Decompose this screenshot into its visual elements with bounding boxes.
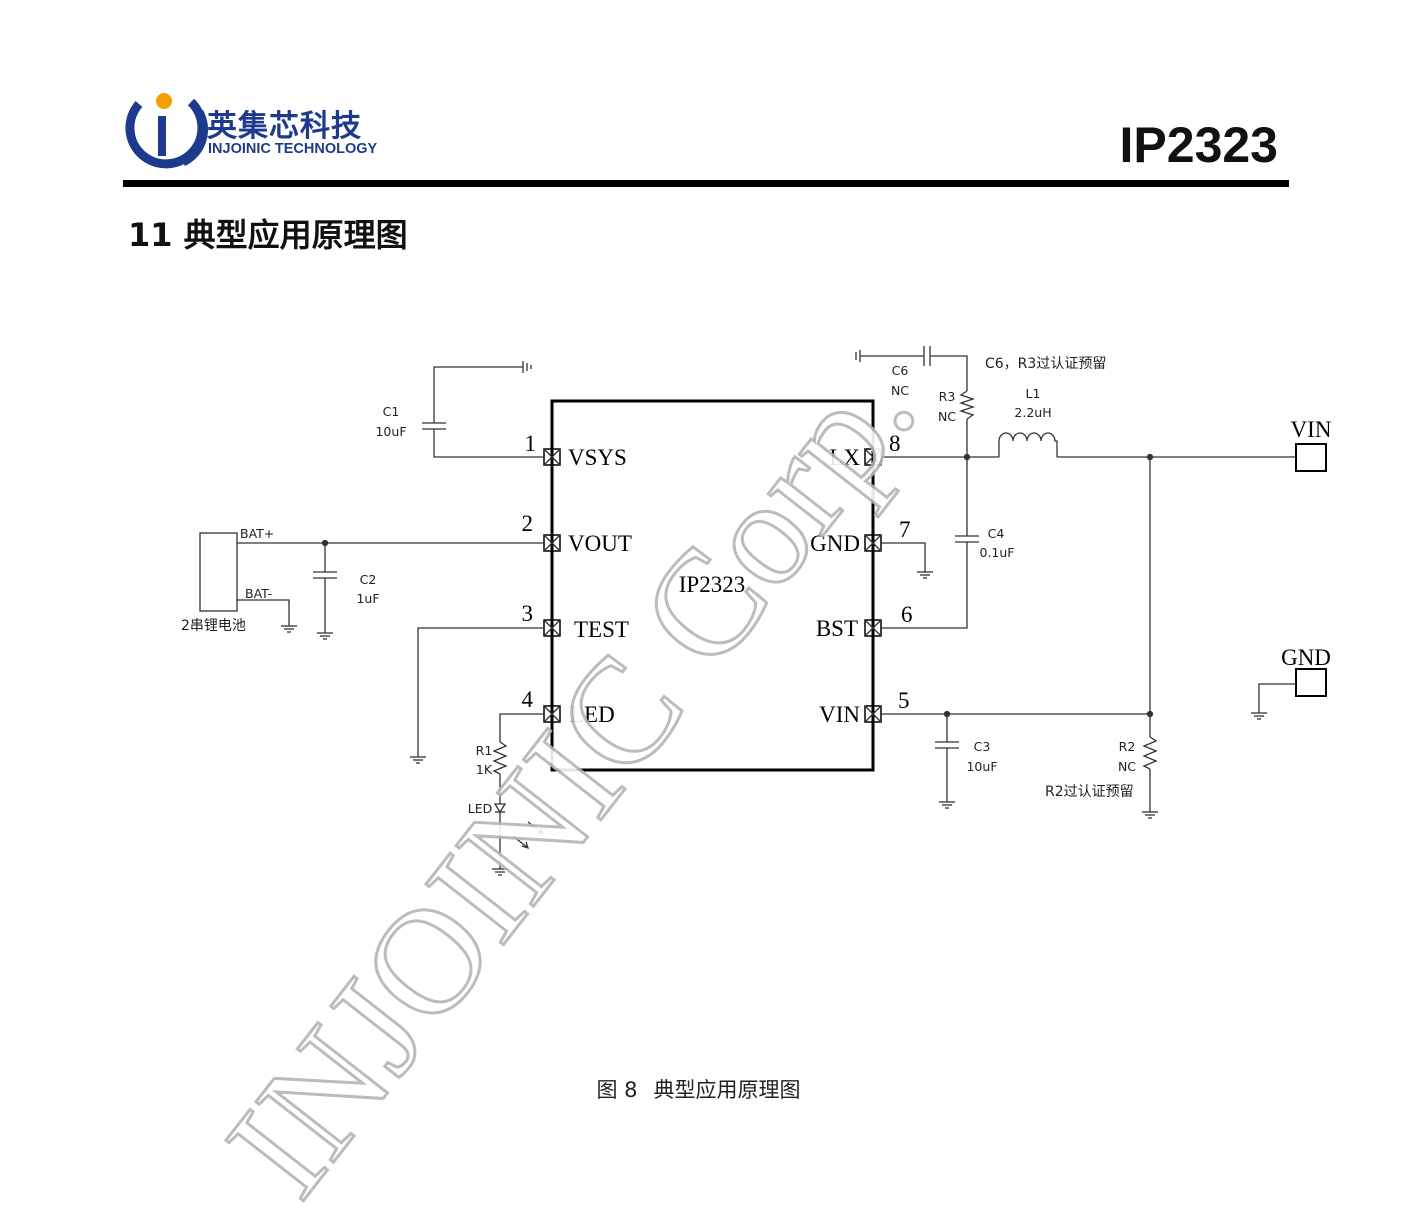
- pin-number-8: 8: [889, 431, 901, 456]
- pin-label-lx: LX: [829, 445, 860, 470]
- section-title: 11 典型应用原理图: [128, 216, 408, 254]
- c1-name: C1: [383, 404, 400, 419]
- r2-note: R2过认证预留: [1045, 784, 1134, 800]
- c6-name: C6: [892, 363, 909, 378]
- r3-value: NC: [938, 409, 956, 424]
- junction-lx: [963, 453, 971, 461]
- junction-vin-r2: [1146, 710, 1154, 718]
- r2-name: R2: [1119, 739, 1136, 754]
- figure-caption: 图 8 典型应用原理图: [0, 1074, 1413, 1104]
- c1-value: 10uF: [375, 424, 406, 439]
- led-label: LED: [468, 801, 493, 816]
- c6-r3-note: C6，R3过认证预留: [985, 356, 1106, 372]
- logo-english-name: INJOINIC TECHNOLOGY: [208, 141, 378, 157]
- pin-label-vsys: VSYS: [568, 445, 627, 470]
- r2-value: NC: [1118, 759, 1136, 774]
- pin-label-vout: VOUT: [568, 531, 632, 556]
- battery-neg-label: BAT-: [245, 586, 272, 601]
- wire-lx-inductor-vin: [855, 346, 1327, 629]
- junction-vin-c3: [943, 710, 951, 718]
- pin-label-test: TEST: [574, 617, 629, 642]
- r1-value: 1K: [476, 762, 493, 777]
- wire-gnd-pin: [881, 542, 933, 579]
- pin-label-bst: BST: [816, 616, 858, 641]
- logo-ring-right: [180, 109, 209, 167]
- wire-vin-c3-r2: [881, 457, 1158, 819]
- wire-vsys-c1: [422, 361, 544, 458]
- pin-number-4: 4: [522, 687, 534, 712]
- vin-connector-label: VIN: [1291, 417, 1332, 442]
- pin-label-led: LED: [570, 702, 615, 727]
- l1-value: 2.2uH: [1014, 405, 1051, 420]
- header-rule: [123, 180, 1289, 187]
- gnd-connector-label: GND: [1281, 645, 1331, 670]
- c3-value: 10uF: [966, 759, 997, 774]
- figure-caption-text: 典型应用原理图: [653, 1078, 801, 1102]
- pin-number-7: 7: [899, 517, 911, 542]
- wire-vout-battery: [199, 532, 544, 640]
- chip-name: IP2323: [679, 572, 745, 597]
- c2-name: C2: [360, 572, 377, 587]
- ic-body: [550, 399, 875, 772]
- pin-number-5: 5: [898, 688, 910, 713]
- junction-vout: [321, 539, 329, 547]
- battery-label: 2串锂电池: [181, 618, 246, 634]
- pin-number-1: 1: [525, 431, 537, 456]
- c2-value: 1uF: [356, 591, 379, 606]
- pin-number-2: 2: [522, 511, 534, 536]
- c6-value: NC: [891, 383, 909, 398]
- wire-led-r1: [492, 713, 545, 876]
- pin-label-vin: VIN: [819, 702, 860, 727]
- battery-pos-label: BAT+: [240, 526, 274, 541]
- l1-name: L1: [1026, 386, 1041, 401]
- c4-name: C4: [988, 526, 1005, 541]
- pin-number-6: 6: [901, 602, 913, 627]
- r3-name: R3: [939, 389, 956, 404]
- pin-number-3: 3: [522, 601, 534, 626]
- c4-value: 0.1uF: [980, 545, 1015, 560]
- company-logo: [125, 93, 209, 169]
- gnd-connector: [1251, 668, 1327, 720]
- logo-dot: [156, 93, 172, 109]
- logo-stem: [158, 116, 166, 156]
- c3-name: C3: [974, 739, 991, 754]
- pin-label-gnd: GND: [810, 531, 860, 556]
- figure-number: 图 8: [596, 1078, 638, 1102]
- r1-name: R1: [476, 743, 493, 758]
- logo-chinese-name: 英集芯科技: [207, 109, 362, 144]
- document-title: IP2323: [1119, 117, 1278, 173]
- wire-test-ground: [410, 627, 544, 764]
